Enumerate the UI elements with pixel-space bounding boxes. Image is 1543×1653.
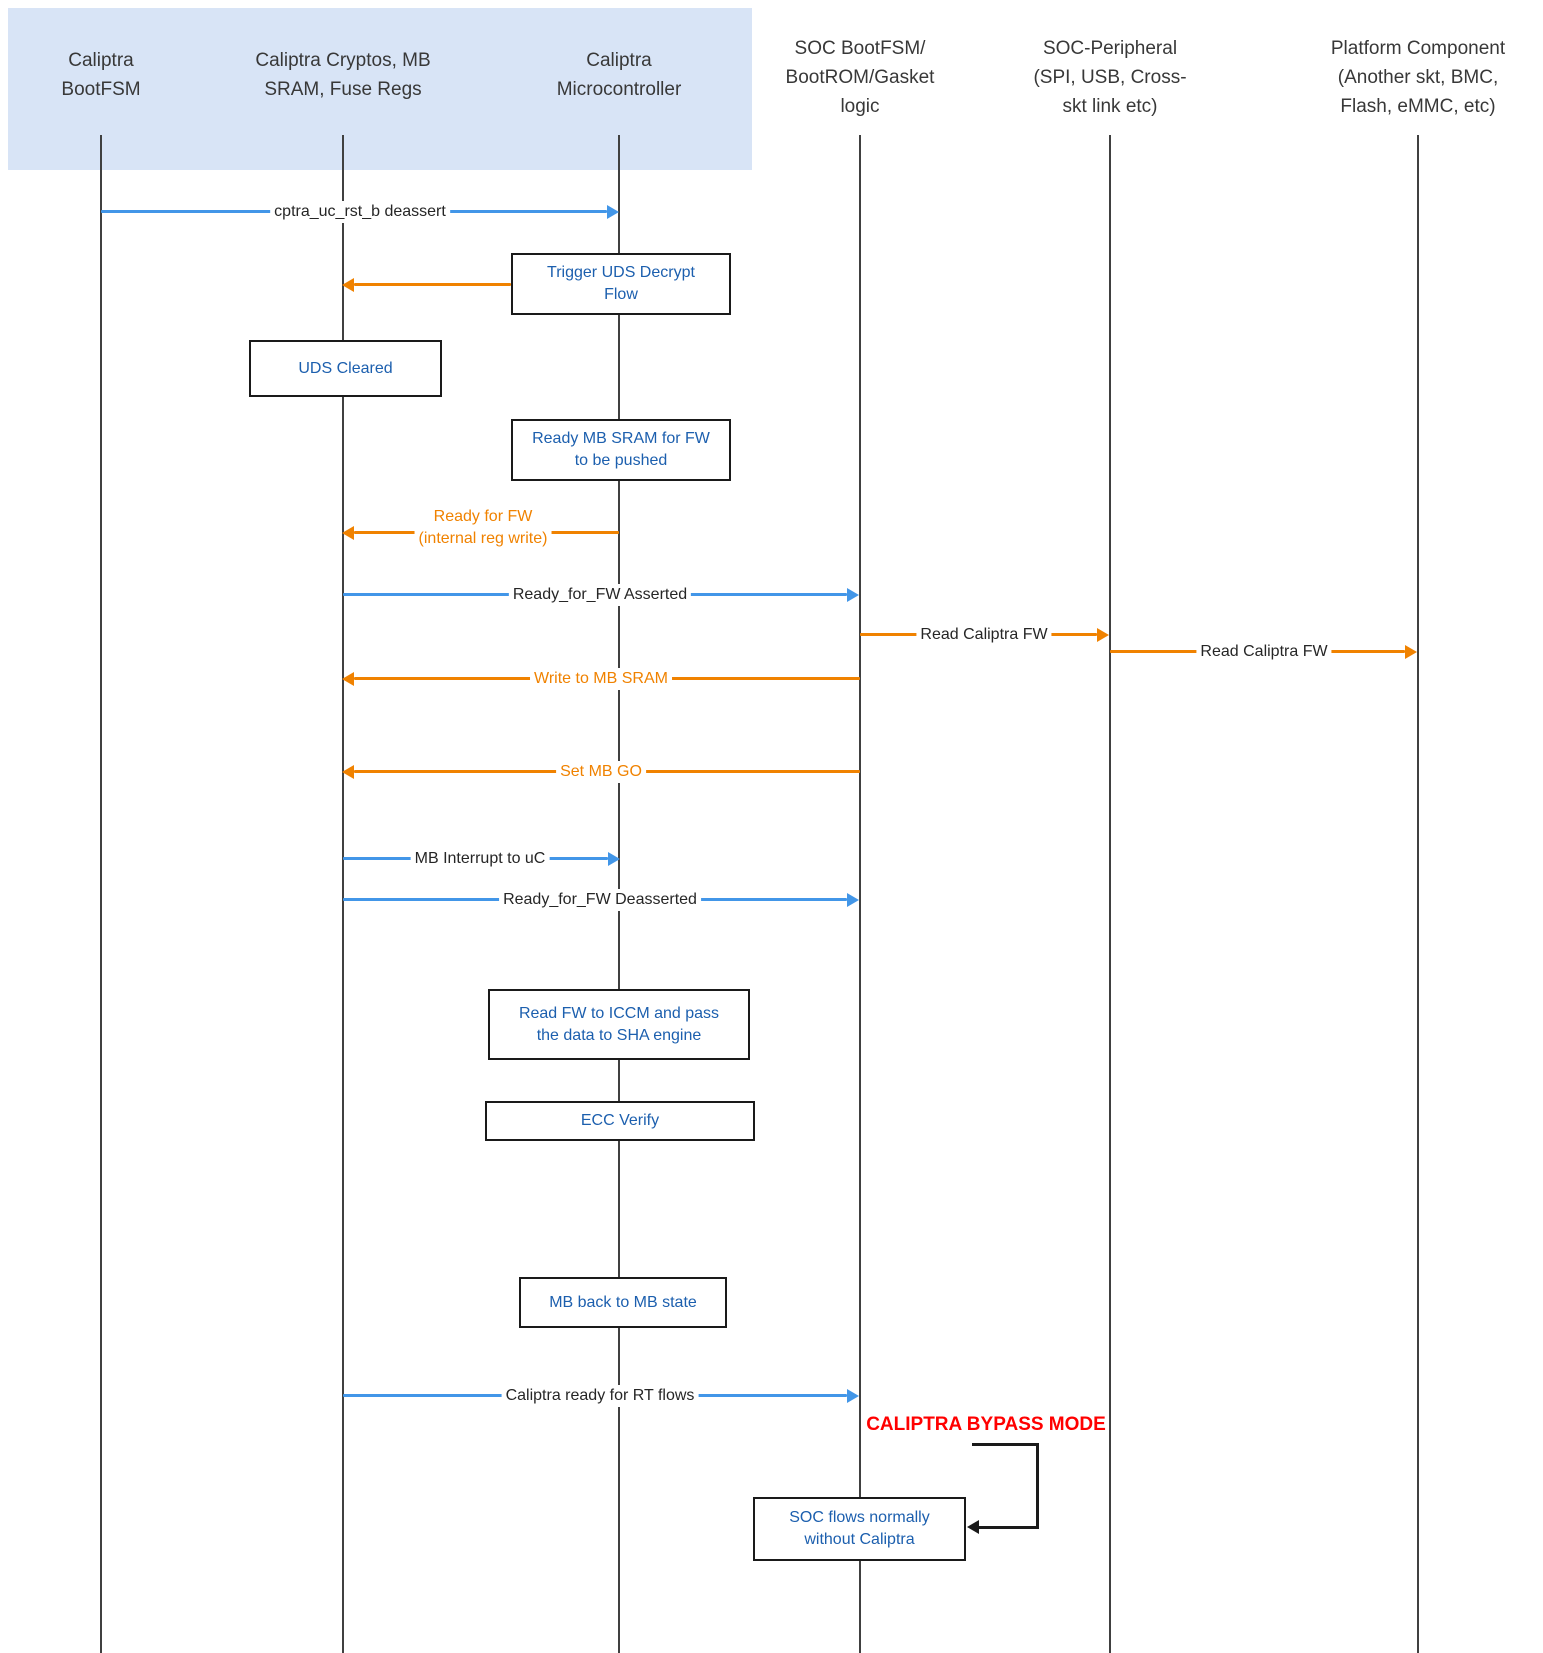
label-write-to-mb-sram: Write to MB SRAM [530,668,672,690]
box-mb-back-text: MB back to MB state [549,1293,697,1311]
box-trigger-uds-decrypt-text: Trigger UDS Decrypt Flow [547,264,695,303]
box-ready-mb-sram: Ready MB SRAM for FW to be pushed [511,419,731,481]
bypass-loop-bottom-segment [978,1526,1039,1529]
actor-soc-bootfsm: SOC BootFSM/ BootROM/Gasket logic [785,38,935,117]
label-read-caliptra-fw-2: Read Caliptra FW [1196,641,1332,663]
bypass-loop-top-segment [972,1443,1039,1446]
lifeline-caliptra-cryptos [342,135,344,1653]
label-ready-for-fw-deasserted: Ready_for_FW Deasserted [499,889,701,911]
box-trigger-uds-decrypt: Trigger UDS Decrypt Flow [511,253,731,315]
bypass-loop-arrowhead [967,1520,979,1534]
label-caliptra-ready-rt: Caliptra ready for RT flows [501,1385,699,1407]
lifeline-caliptra-bootfsm [100,135,102,1653]
box-ecc-verify-text: ECC Verify [580,1112,660,1129]
box-soc-flows-normally-text: SOC flows normally without Caliptra [789,1509,930,1548]
actor-caliptra-bootfsm: Caliptra BootFSM [61,50,141,100]
label-set-mb-go: Set MB GO [556,761,646,783]
lifeline-soc-peripheral [1109,135,1111,1653]
caliptra-group-highlight [8,8,752,170]
bypass-loop-vertical-segment [1036,1443,1039,1529]
box-read-fw-iccm-text: Read FW to ICCM and pass the data to SHA… [518,1004,720,1044]
box-ecc-verify: ECC Verify [485,1101,755,1141]
box-uds-cleared-text: UDS Cleared [298,359,393,377]
box-ready-mb-sram-text: Ready MB SRAM for FW to be pushed [532,430,710,469]
label-read-caliptra-fw-1: Read Caliptra FW [916,624,1052,646]
box-read-fw-iccm: Read FW to ICCM and pass the data to SHA… [488,989,750,1060]
actor-platform-component: Platform Component (Another skt, BMC, Fl… [1330,38,1506,117]
lifeline-soc-bootfsm [859,135,861,1653]
actor-caliptra-microcontroller: Caliptra Microcontroller [556,50,682,100]
lifeline-platform-component [1417,135,1419,1653]
actor-soc-peripheral: SOC-Peripheral (SPI, USB, Cross- skt lin… [1033,38,1187,117]
label-caliptra-bypass-mode: CALIPTRA BYPASS MODE [866,1414,1106,1435]
label-ready-for-fw-internal: Ready for FW (internal reg write) [414,506,552,550]
box-mb-back: MB back to MB state [519,1277,727,1328]
label-ready-for-fw-asserted: Ready_for_FW Asserted [508,584,692,606]
label-cptra-rst-deassert: cptra_uc_rst_b deassert [270,201,450,223]
box-uds-cleared: UDS Cleared [249,340,442,397]
actor-caliptra-cryptos: Caliptra Cryptos, MB SRAM, Fuse Regs [255,50,431,100]
label-mb-interrupt: MB Interrupt to uC [410,848,550,870]
box-soc-flows-normally: SOC flows normally without Caliptra [753,1497,966,1561]
arrow-trigger-uds-decrypt [342,277,511,292]
